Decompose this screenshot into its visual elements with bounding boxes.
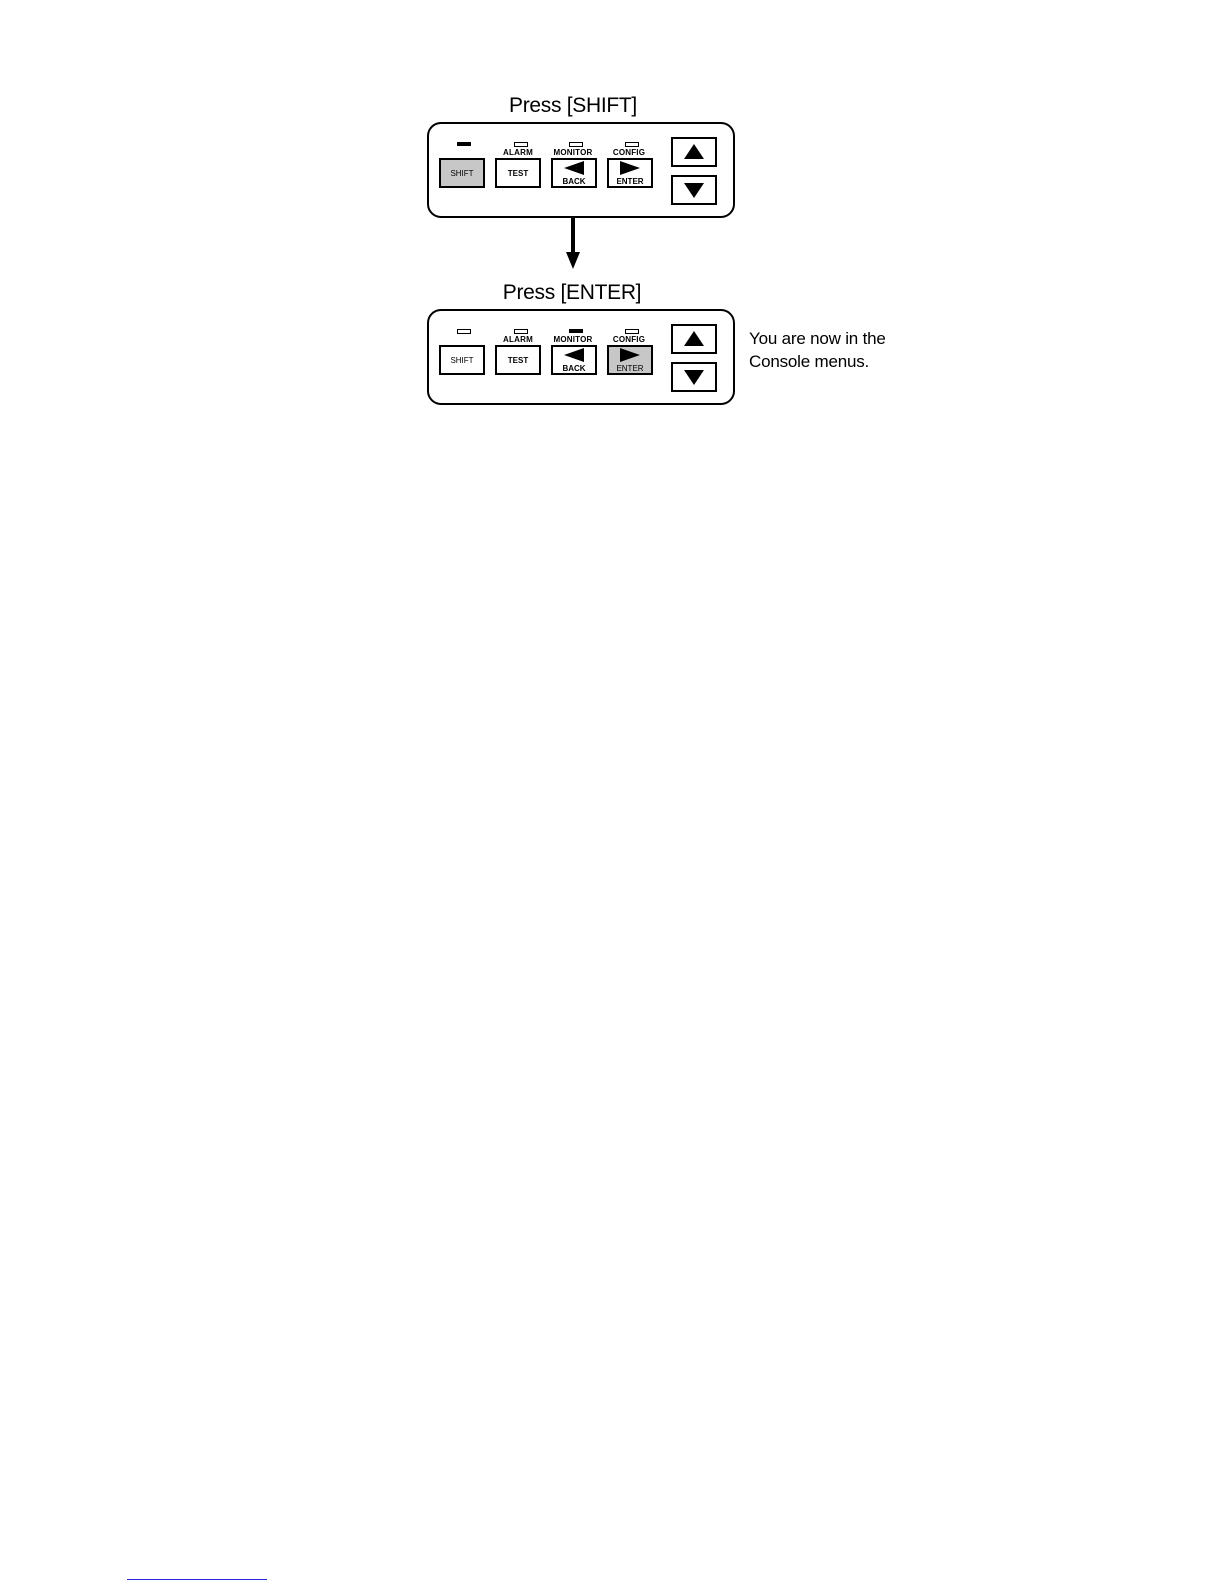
down-key[interactable] [671, 175, 717, 205]
step-2-title: Press [ENTER] [503, 281, 641, 305]
enter-key[interactable]: ENTER [607, 345, 653, 375]
shift-key[interactable]: SHIFT [439, 158, 485, 188]
enter-key-label: ENTER [609, 364, 651, 373]
alarm-led [514, 142, 528, 147]
up-key[interactable] [671, 324, 717, 354]
keypad-panel-step-2: ALARM MONITOR CONFIG SHIFT TEST BACK ENT… [427, 309, 735, 405]
alarm-led [514, 329, 528, 334]
up-arrow-icon [673, 326, 715, 352]
enter-key-label: ENTER [609, 177, 651, 186]
config-label: CONFIG [613, 148, 645, 157]
monitor-led [569, 142, 583, 147]
monitor-label: MONITOR [553, 335, 592, 344]
shift-key[interactable]: SHIFT [439, 345, 485, 375]
config-led [625, 329, 639, 334]
up-arrow-icon [673, 139, 715, 165]
enter-key[interactable]: ENTER [607, 158, 653, 188]
test-key-label: TEST [508, 169, 528, 178]
config-label: CONFIG [613, 335, 645, 344]
step-1-title: Press [SHIFT] [509, 94, 637, 118]
status-note: You are now in the Console menus. [749, 327, 886, 373]
up-key[interactable] [671, 137, 717, 167]
right-arrow-icon [619, 161, 641, 175]
down-arrow-icon [673, 364, 715, 390]
keypad-panel-step-1: ALARM MONITOR CONFIG SHIFT TEST BACK ENT… [427, 122, 735, 218]
shift-led [457, 142, 471, 146]
back-key[interactable]: BACK [551, 158, 597, 188]
left-arrow-icon [563, 348, 585, 362]
down-key[interactable] [671, 362, 717, 392]
test-key[interactable]: TEST [495, 158, 541, 188]
shift-key-label: SHIFT [450, 169, 473, 178]
alarm-label: ALARM [503, 148, 533, 157]
down-flow-arrow [563, 218, 583, 270]
status-note-line-2: Console menus. [749, 350, 886, 373]
back-key-label: BACK [553, 364, 595, 373]
test-key[interactable]: TEST [495, 345, 541, 375]
alarm-label: ALARM [503, 335, 533, 344]
test-key-label: TEST [508, 356, 528, 365]
config-led [625, 142, 639, 147]
status-note-line-1: You are now in the [749, 327, 886, 350]
back-key-label: BACK [553, 177, 595, 186]
footer-rule [127, 1579, 267, 1580]
right-arrow-icon [619, 348, 641, 362]
monitor-led [569, 329, 583, 333]
left-arrow-icon [563, 161, 585, 175]
shift-key-label: SHIFT [450, 356, 473, 365]
monitor-label: MONITOR [553, 148, 592, 157]
back-key[interactable]: BACK [551, 345, 597, 375]
shift-led [457, 329, 471, 334]
down-arrow-icon [673, 177, 715, 203]
